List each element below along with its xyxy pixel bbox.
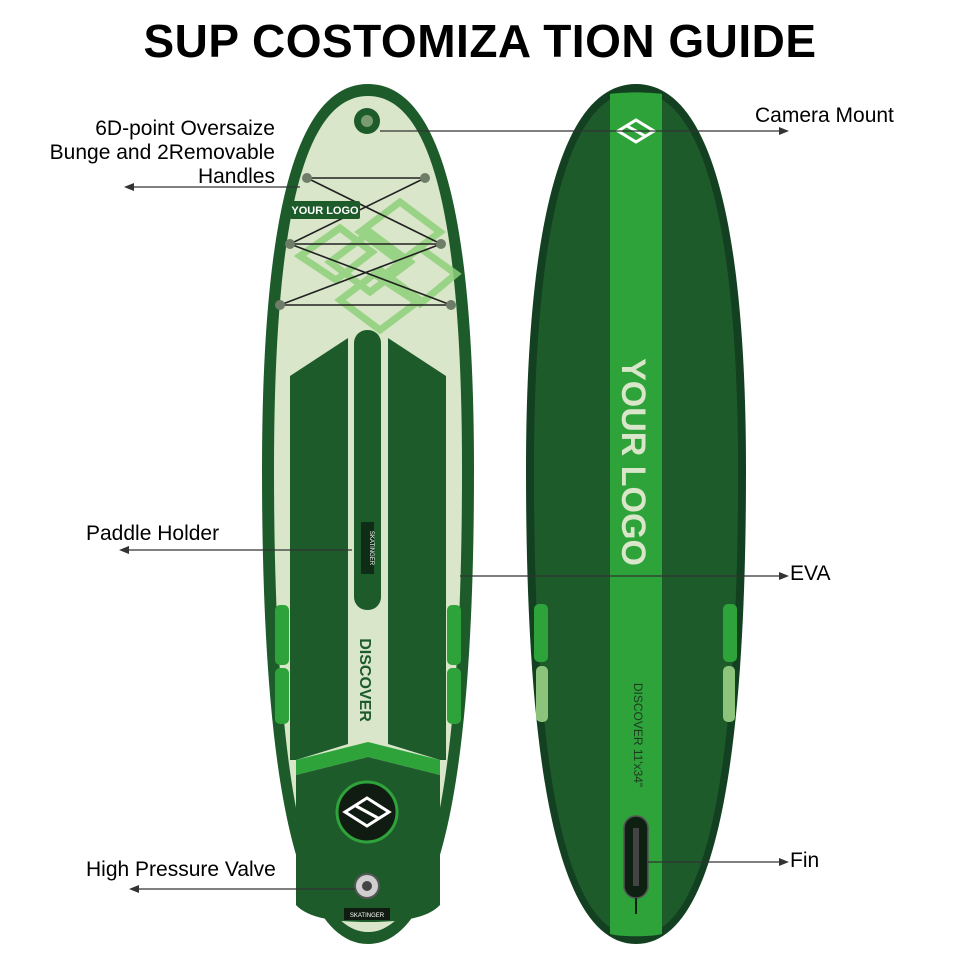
bottom-model-text: DISCOVER 11'x34" (631, 683, 645, 787)
eva-pad (290, 338, 348, 760)
deck-board: YOUR LOGO SKATINGER DISCOVER SKATINGER (262, 84, 474, 944)
label-paddle-holder: Paddle Holder (86, 522, 220, 545)
label-camera-mount: Camera Mount (755, 104, 894, 127)
label-high-pressure-valve: High Pressure Valve (86, 858, 276, 881)
deck-logo-plate (290, 201, 360, 219)
tail-brand-text: SKATINGER (350, 913, 385, 919)
bungee-cords (279, 177, 452, 306)
bottom-logo-text: YOUR LOGO (614, 358, 652, 566)
page-title: SUP COSTOMIZA TION GUIDE (143, 15, 817, 67)
label-bungee-text: 6D-point Oversaize Bunge and 2Removable … (49, 117, 275, 188)
label-fin: Fin (790, 849, 820, 872)
deck-logo-text: YOUR LOGO (291, 205, 359, 217)
bungee-d-rings (275, 173, 456, 310)
leader-lines (119, 127, 789, 893)
label-bungee-handles: 6D-point Oversaize Bunge and 2Removable … (20, 117, 275, 189)
deck-brand-text: SKATINGER (368, 531, 374, 566)
label-eva: EVA (790, 562, 831, 585)
bottom-board: YOUR LOGO DISCOVER 11'x34" (526, 84, 746, 944)
bottom-stripe (610, 92, 662, 937)
paddle-holder (354, 330, 381, 610)
deck-model-text: DISCOVER (356, 638, 373, 722)
nose-pattern (293, 197, 462, 335)
